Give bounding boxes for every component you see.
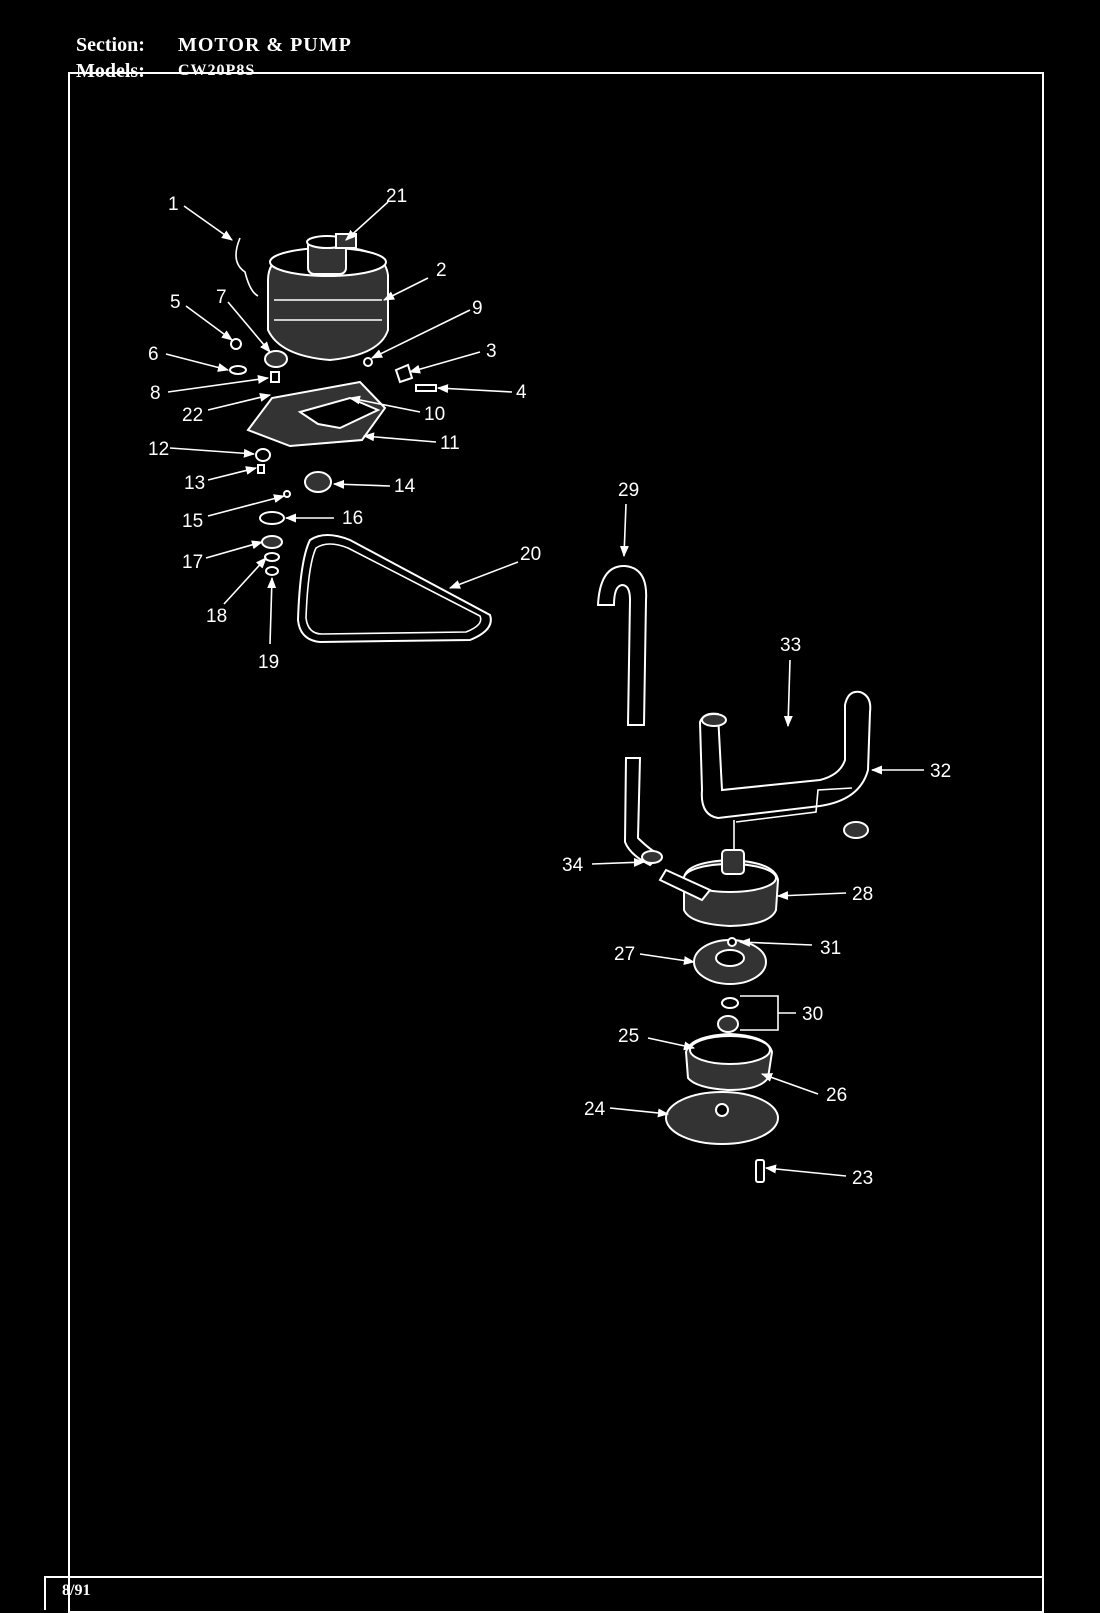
callout-9: 9 bbox=[472, 298, 483, 319]
callout-3: 3 bbox=[486, 341, 497, 362]
callout-2: 2 bbox=[436, 260, 447, 281]
footer-edge bbox=[44, 1576, 46, 1610]
callout-13: 13 bbox=[184, 473, 205, 494]
callout-34: 34 bbox=[562, 855, 584, 876]
callout-28: 28 bbox=[852, 884, 873, 905]
callout-labels: 1 2 3 4 5 6 7 8 9 10 11 12 13 14 15 16 1… bbox=[148, 186, 951, 1189]
footer-rule bbox=[44, 1576, 1044, 1578]
callout-6: 6 bbox=[148, 344, 159, 365]
callout-10: 10 bbox=[424, 404, 445, 425]
callout-30: 30 bbox=[802, 1004, 823, 1025]
callout-15: 15 bbox=[182, 511, 203, 532]
callout-21: 21 bbox=[386, 186, 407, 207]
callout-20: 20 bbox=[520, 544, 541, 565]
revision-date: 8/91 bbox=[62, 1582, 91, 1599]
callout-16: 16 bbox=[342, 508, 363, 529]
callout-12: 12 bbox=[148, 439, 169, 460]
section-label: Section: bbox=[76, 34, 145, 56]
callout-11: 11 bbox=[440, 433, 460, 454]
callout-4: 4 bbox=[516, 382, 527, 403]
callout-14: 14 bbox=[394, 476, 416, 497]
callout-26: 26 bbox=[826, 1085, 847, 1106]
callout-5: 5 bbox=[170, 292, 181, 313]
callout-31: 31 bbox=[820, 938, 841, 959]
callout-8: 8 bbox=[150, 383, 161, 404]
leader-lines bbox=[165, 201, 924, 1177]
models-label: Models: bbox=[76, 60, 145, 82]
callout-33: 33 bbox=[780, 635, 801, 656]
callout-18: 18 bbox=[206, 606, 227, 627]
section-title: MOTOR & PUMP bbox=[178, 34, 352, 56]
callout-27: 27 bbox=[614, 944, 635, 965]
motor-assembly bbox=[229, 233, 492, 644]
callout-1: 1 bbox=[168, 194, 179, 215]
model-number: CW20P8S bbox=[178, 62, 256, 79]
callout-25: 25 bbox=[618, 1026, 639, 1047]
callout-23: 23 bbox=[852, 1168, 873, 1189]
callout-22: 22 bbox=[182, 405, 203, 426]
callout-7: 7 bbox=[216, 287, 227, 308]
callout-19: 19 bbox=[258, 652, 279, 673]
callout-32: 32 bbox=[930, 761, 951, 782]
callout-24: 24 bbox=[584, 1099, 606, 1120]
exploded-parts-diagram: 1 2 3 4 5 6 7 8 9 10 11 12 13 14 15 16 1… bbox=[148, 186, 951, 1189]
callout-29: 29 bbox=[618, 480, 639, 501]
callout-17: 17 bbox=[182, 552, 203, 573]
pump-assembly bbox=[596, 564, 872, 1183]
